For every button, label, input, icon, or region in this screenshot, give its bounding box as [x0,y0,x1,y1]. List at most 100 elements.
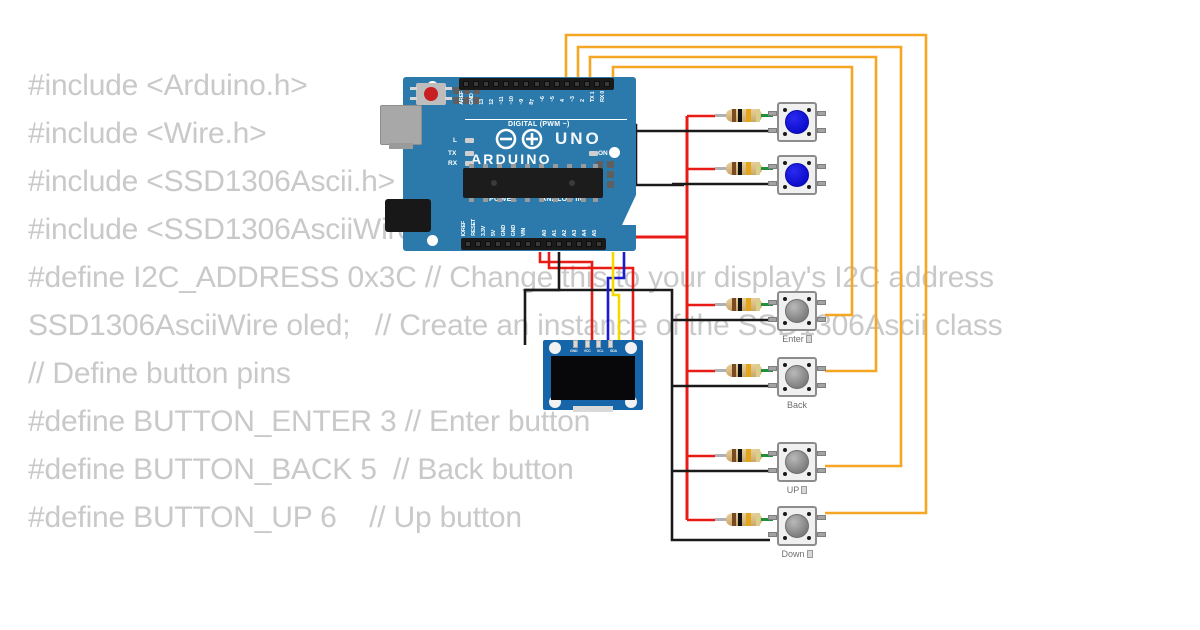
pushbutton-cap[interactable] [785,163,809,187]
analog-pin-labels: A0 A1 A2 A3 A4 A5 [542,204,602,236]
pin-label: VIN [521,227,527,236]
missing-glyph-icon [801,486,808,494]
analog-section-label: ANALOG IN [541,196,583,203]
pin-label: IOREF [461,220,467,236]
pushbutton-cap[interactable] [785,365,809,389]
power-pin-labels: IOREF RESET 3.3V 5V GND GND VIN [461,204,531,236]
pin-label: TX 1 [590,91,596,103]
missing-glyph-icon [805,335,812,343]
led-label-tx: TX [448,150,457,157]
pin-label: GND [501,224,507,236]
pushbutton-1[interactable] [768,99,826,147]
pin-label: 5V [491,229,497,236]
analog-header[interactable] [542,238,606,250]
led-label-rx: RX [448,160,458,167]
oled-pin-label: SCL [597,349,604,353]
pushbutton-2[interactable] [768,152,826,200]
oled-mounting-hole [549,342,561,354]
oled-pin-label: GND [570,349,578,353]
board-brand-text: ARDUINO [471,151,552,167]
usb-connector [380,105,422,149]
led-l-icon [465,138,474,143]
pin-label: A2 [562,229,568,236]
power-section-label: POWER [489,196,517,203]
pin-label: GND [469,93,475,105]
wire-power-5v-pin [538,252,594,345]
reset-leg [445,87,452,90]
digital-section-label: DIGITAL (PWM ~) [508,121,570,128]
resistor [715,363,773,379]
reset-leg [445,97,452,100]
wire-scl-a5 [606,252,626,345]
pushbutton-label-enter: Enter [762,334,832,344]
pin-label: ~3 [570,96,576,103]
resistor [715,161,773,177]
reset-leg [410,97,417,100]
pin-label: ~9 [519,99,525,105]
pin-label: RESET [471,219,477,236]
pin-label: ~6 [540,96,546,103]
pin-label: 7 [530,99,536,103]
pushbutton-up[interactable]: UP [768,439,826,495]
pin-label: GND [511,224,517,236]
power-header[interactable] [461,238,545,250]
led-label-on: ON [598,150,608,157]
pin-label: A0 [542,229,548,236]
digital-right-pin-labels: 7 ~6 ~5 4 ~3 2 TX 1 RX 0 [530,91,610,102]
pin-label: A5 [592,229,598,236]
wire-signal-pin3 [611,65,854,317]
pushbutton-label-back: Back [786,400,807,410]
mounting-hole [609,147,620,158]
pushbutton-back[interactable]: Back [768,354,826,410]
oled-screen [551,356,635,400]
reset-button[interactable] [410,83,452,105]
pushbutton-cap[interactable] [785,450,809,474]
oled-ribbon-tab [573,406,613,412]
pin-label: A4 [582,229,588,236]
arduino-infinity-logo [488,127,556,151]
pin-label: ~5 [550,96,556,103]
atmega-microcontroller [463,164,603,202]
pin-label: AREF [459,91,465,105]
oled-pin-header[interactable] [573,340,613,348]
pin-label: 13 [479,99,485,105]
oled-display[interactable]: GND VCC SCL SDA [543,340,643,412]
pushbutton-cap[interactable] [785,514,809,538]
pushbutton-enter[interactable]: Enter [768,288,826,344]
pin-label: 2 [580,99,586,103]
oled-pin-label: SDA [609,349,617,353]
digital-header-right[interactable] [530,78,614,90]
led-tx-icon [465,151,474,156]
digital-left-pin-labels: AREF GND 13 12 ~11 ~10 ~9 8 [459,91,539,105]
arduino-uno-board[interactable]: AREF GND 13 12 ~11 ~10 ~9 8 7 ~6 ~5 4 ~3… [380,77,636,251]
board-model-text: UNO [555,129,602,148]
pushbutton-down[interactable]: Down [768,503,826,559]
oled-pin-labels: GND VCC SCL SDA [570,349,617,353]
reset-button-cap [424,87,438,101]
pushbutton-cap[interactable] [785,110,809,134]
pin-label: ~11 [499,96,505,105]
silkscreen-rule [465,119,627,120]
mounting-hole [427,235,438,246]
wire-gnd-board-down [523,252,561,345]
pin-label: ~10 [509,96,515,105]
pin-label: 3.3V [481,225,487,236]
wire-signal-pin5 [588,55,878,373]
missing-glyph-icon [806,550,813,558]
pin-label: 12 [489,99,495,105]
reset-leg [410,87,417,90]
pin-label: A1 [552,229,558,236]
pin-label: 4 [560,99,566,103]
pushbutton-cap[interactable] [785,299,809,323]
resistor [715,108,773,124]
wire-sda-a4 [611,252,621,345]
pin-label: A3 [572,229,578,236]
oled-mounting-hole [625,342,637,354]
oled-pin-label: VCC [583,349,591,353]
power-jack [385,199,431,232]
led-rx-icon [465,161,474,166]
pushbutton-label-up: UP [762,485,832,495]
resistor [715,512,773,528]
wire-signal-pin7 [564,33,928,515]
